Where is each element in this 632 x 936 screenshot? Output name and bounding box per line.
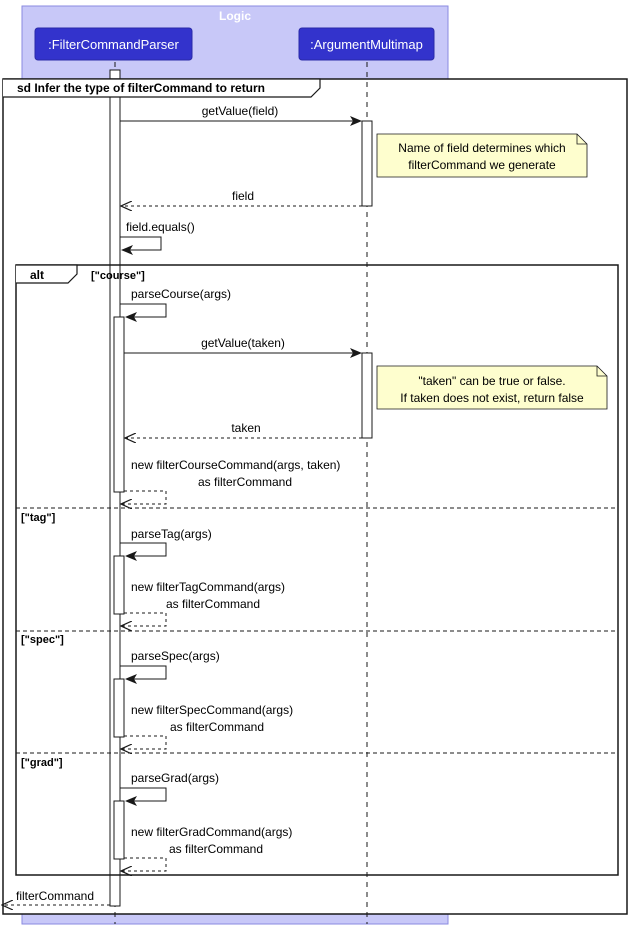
sd-frame-title: sd Infer the type of filterCommand to re… bbox=[17, 81, 265, 95]
get-value-field-label: getValue(field) bbox=[202, 104, 279, 118]
parse-tag-label: parseTag(args) bbox=[131, 527, 212, 541]
alt-keyword: alt bbox=[30, 268, 44, 282]
alt-guard-tag: ["tag"] bbox=[21, 512, 56, 524]
return-field-label: field bbox=[232, 189, 254, 203]
note-taken-line-1: "taken" can be true or false. bbox=[418, 374, 565, 388]
field-equals-label: field.equals() bbox=[126, 220, 195, 234]
return-filter-command-label: filterCommand bbox=[16, 889, 94, 903]
note-field-line-1: Name of field determines which bbox=[398, 141, 565, 155]
parse-tag-activation bbox=[113, 555, 125, 615]
note-field-line-2: filterCommand we generate bbox=[408, 158, 556, 172]
logic-group-title: Logic bbox=[219, 9, 251, 23]
alt-guard-spec: ["spec"] bbox=[21, 634, 64, 646]
parse-course-activation bbox=[113, 316, 125, 493]
alt-frame-tab bbox=[16, 264, 78, 284]
new-course-return-arrow bbox=[121, 490, 167, 504]
parse-spec-activation bbox=[113, 678, 125, 738]
new-grad-command-label-2: as filterCommand bbox=[169, 842, 263, 856]
get-value-taken-label: getValue(taken) bbox=[201, 336, 285, 350]
sd-frame-background bbox=[3, 79, 627, 914]
new-spec-return-arrow bbox=[121, 735, 167, 749]
return-taken-label: taken bbox=[231, 421, 260, 435]
participant-filter-command-parser bbox=[34, 27, 193, 61]
parse-spec-self-arrow bbox=[120, 665, 167, 684]
new-spec-command-label: new filterSpecCommand(args) bbox=[131, 703, 293, 717]
parse-grad-self-arrow bbox=[120, 787, 167, 806]
parse-tag-self-arrow bbox=[120, 542, 167, 561]
sd-frame-tab bbox=[3, 78, 321, 98]
multimap-activation-field bbox=[361, 120, 373, 207]
multimap-activation-taken bbox=[361, 352, 373, 439]
alt-frame bbox=[15, 264, 619, 876]
note-taken-corner bbox=[596, 366, 607, 377]
note-field-box bbox=[376, 133, 588, 178]
parse-course-label: parseCourse(args) bbox=[131, 287, 231, 301]
new-course-command-label: new filterCourseCommand(args, taken) bbox=[131, 458, 340, 472]
note-taken-box bbox=[376, 365, 608, 410]
alt-guard-grad: ["grad"] bbox=[21, 757, 63, 769]
new-tag-command-label-2: as filterCommand bbox=[166, 597, 260, 611]
new-tag-command-label: new filterTagCommand(args) bbox=[131, 580, 285, 594]
alt-guard-course: ["course"] bbox=[91, 270, 145, 282]
field-equals-self-arrow bbox=[120, 236, 162, 255]
participant-argument-multimap bbox=[298, 27, 435, 61]
new-course-command-label-2: as filterCommand bbox=[198, 475, 292, 489]
parse-grad-activation bbox=[113, 800, 125, 860]
participant-parser-label: :FilterCommandParser bbox=[48, 37, 179, 52]
note-field-corner bbox=[576, 134, 587, 145]
new-grad-command-label: new filterGradCommand(args) bbox=[131, 825, 292, 839]
new-spec-command-label-2: as filterCommand bbox=[170, 720, 264, 734]
parse-spec-label: parseSpec(args) bbox=[131, 649, 220, 663]
parse-course-self-arrow bbox=[120, 303, 167, 322]
note-taken-line-2: If taken does not exist, return false bbox=[400, 391, 584, 405]
new-tag-return-arrow bbox=[121, 612, 167, 626]
new-grad-return-arrow bbox=[121, 857, 167, 871]
participant-multimap-label: :ArgumentMultimap bbox=[310, 37, 423, 52]
parse-grad-label: parseGrad(args) bbox=[131, 771, 219, 785]
